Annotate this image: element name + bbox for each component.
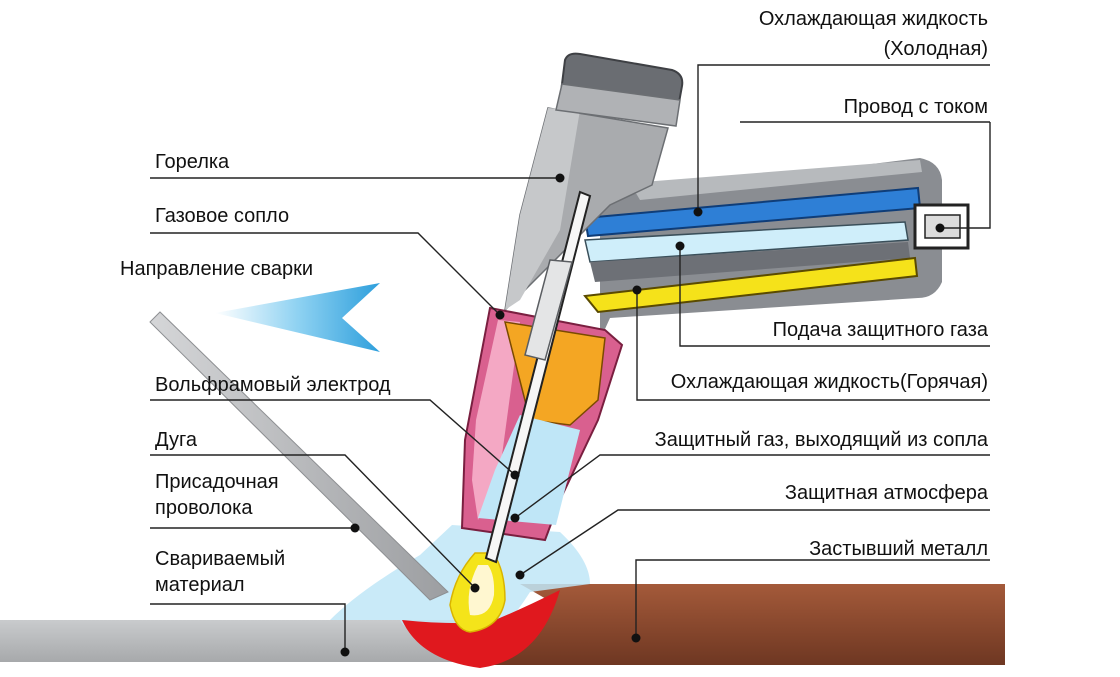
leader-lines xyxy=(150,64,991,652)
label-workpiece: Свариваемый xyxy=(155,548,286,570)
label-shield-gas-supply: Подача защитного газа xyxy=(772,319,988,341)
label-filler-wire: Присадочная xyxy=(155,471,279,493)
leader-dots xyxy=(340,173,945,657)
label-current-wire: Провод с током xyxy=(843,96,988,118)
label-coolant-cold: Охлаждающая жидкость xyxy=(758,8,988,30)
solidified-metal-bead xyxy=(490,584,1005,665)
label-gas-nozzle: Газовое сопло xyxy=(155,205,290,227)
filler-wire xyxy=(149,311,449,601)
gas-channel xyxy=(584,221,909,263)
label-torch: Горелка xyxy=(155,151,230,173)
label-weld-direction: Направление сварки xyxy=(120,258,314,280)
label-arc: Дуга xyxy=(155,429,197,451)
label-workpiece-2: материал xyxy=(155,574,245,596)
label-coolant-hot: Охлаждающая жидкость(Горячая) xyxy=(670,371,988,393)
label-filler-wire-2: проволока xyxy=(155,497,253,519)
direction-arrow xyxy=(215,283,380,352)
label-tungsten-electrode: Вольфрамовый электрод xyxy=(155,374,391,396)
label-coolant-cold-sub: (Холодная) xyxy=(883,38,988,60)
collet xyxy=(524,259,573,361)
label-solidified-metal: Застывший металл xyxy=(809,538,988,560)
label-shield-atmosphere: Защитная атмосфера xyxy=(784,482,988,504)
coolant-hot-channel xyxy=(583,256,919,314)
label-shield-gas-out: Защитный газ, выходящий из сопла xyxy=(654,429,988,451)
